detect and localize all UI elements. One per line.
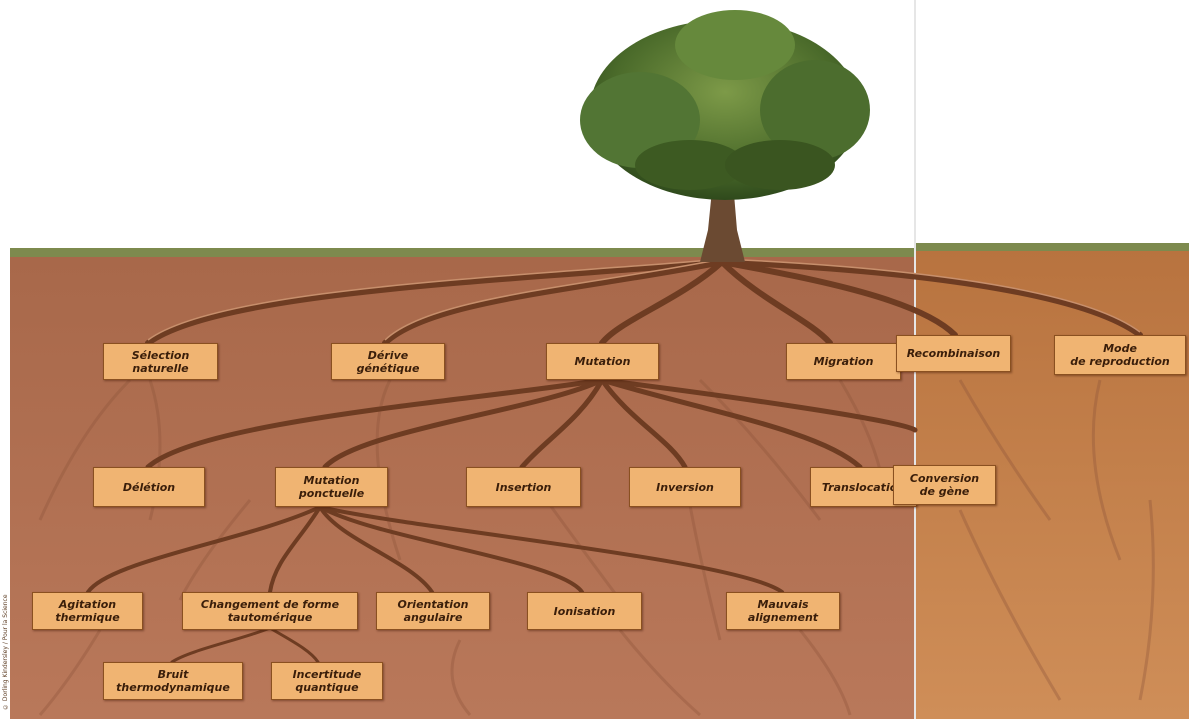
label-insertion: Insertion [466,467,581,507]
image-credit: © Dorling Kindersley / Pour la Science [2,560,12,710]
label-migration: Migration [786,343,901,380]
label-inversion: Inversion [629,467,741,507]
grass-strip-right [915,243,1189,251]
tree [580,10,870,262]
label-mutation: Mutation [546,343,659,380]
label-ionisation: Ionisation [527,592,642,630]
grass-strip-main [10,248,915,257]
label-recombinaison: Recombinaison [896,335,1011,372]
label-deletion: Délétion [93,467,205,507]
